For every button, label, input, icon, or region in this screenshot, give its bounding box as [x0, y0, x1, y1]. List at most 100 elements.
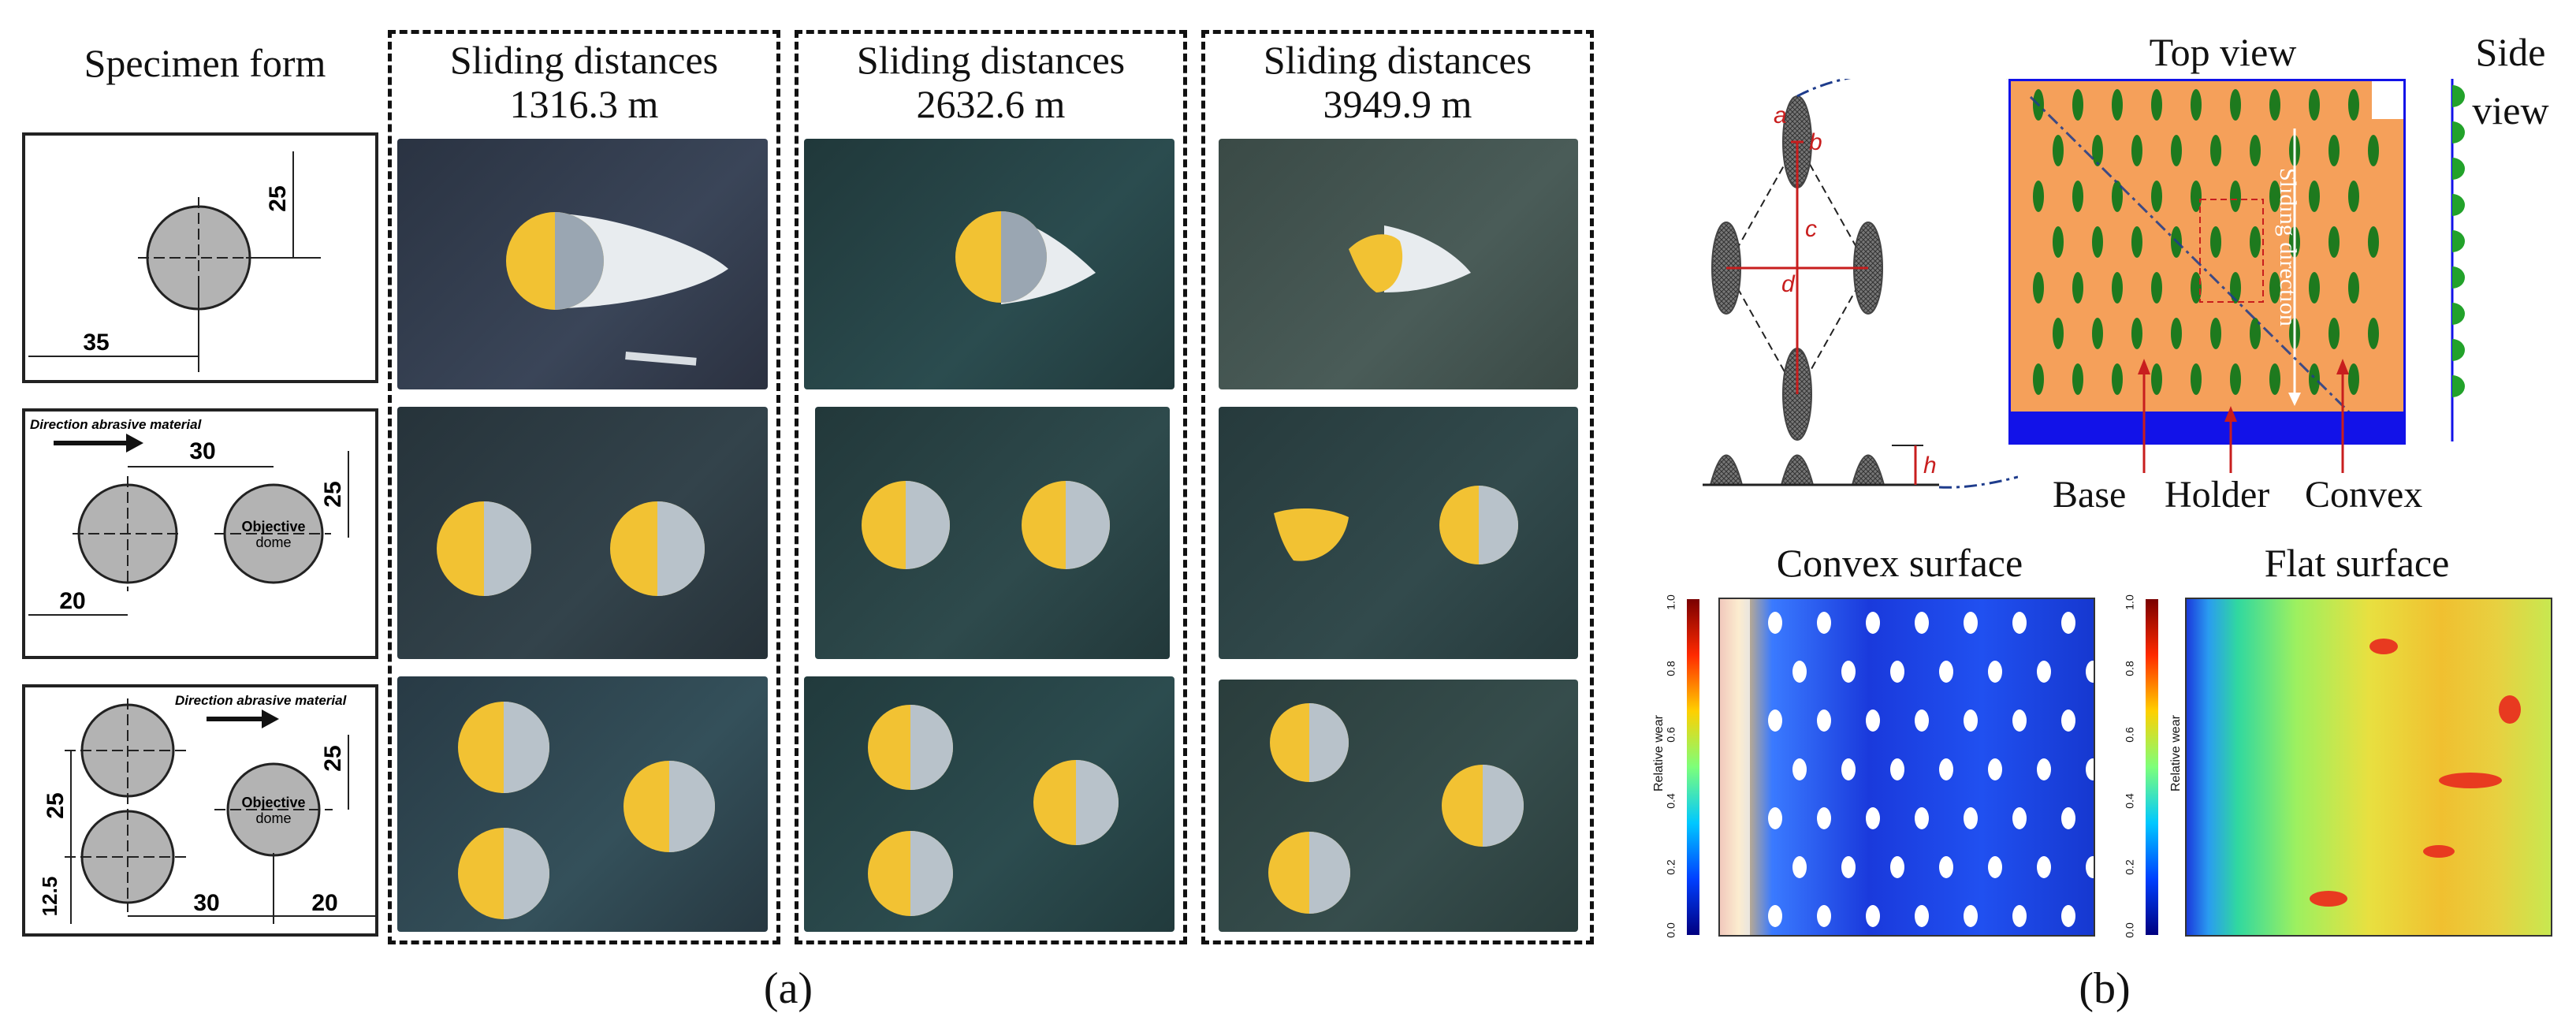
convex-wear-spot [1988, 758, 2002, 780]
diagram2-objective-line1: Objective [241, 519, 305, 534]
convex-bump [2348, 272, 2359, 304]
convex-bump [2250, 318, 2261, 349]
side-bump [2452, 85, 2465, 107]
flat-tick-06: 0.6 [2123, 727, 2136, 743]
convex-wear-spot [2037, 758, 2051, 780]
convex-wear-spot [2037, 661, 2051, 683]
photo-2632m-single [804, 139, 1174, 389]
convex-bump [2368, 135, 2379, 166]
convex-bump [2053, 318, 2064, 349]
convex-bump [2348, 181, 2359, 212]
column-3949m [1201, 30, 1594, 944]
convex-wear-spot [1866, 905, 1880, 927]
convex-bump [2131, 135, 2142, 166]
convex-wear-spot [1768, 905, 1782, 927]
convex-wear-spot [1841, 856, 1856, 878]
convex-bump [2269, 89, 2280, 121]
convex-grid [2033, 89, 2379, 395]
diagram2-dim-vertical: 25 [320, 481, 346, 507]
side-bump [2452, 194, 2465, 216]
column-1-heading-line2: 1316.3 m [509, 82, 659, 126]
convex-bump [2112, 272, 2123, 304]
convex-bump [2033, 363, 2044, 395]
convex-wear-spot [1964, 710, 1978, 732]
convex-bump [2250, 135, 2261, 166]
convex-wear-spot [1915, 905, 1929, 927]
diagram3-dim-right: 20 [311, 890, 337, 916]
convex-wear-spot [2061, 807, 2075, 829]
side-bump [2452, 230, 2465, 252]
convex-colorbar [1687, 599, 1699, 935]
convex-wear-spot [1841, 661, 1856, 683]
convex-bump [2131, 226, 2142, 258]
convex-wear-spot [2086, 758, 2094, 780]
holder-bar [2008, 412, 2406, 445]
convex-bump [2348, 89, 2359, 121]
column-2-heading-line1: Sliding distances [856, 38, 1126, 82]
convex-bump [2112, 89, 2123, 121]
convex-wear-spot [1792, 661, 1807, 683]
convex-bump [2151, 363, 2162, 395]
convex-wear-spot [1817, 710, 1831, 732]
column-1316m [388, 30, 780, 944]
convex-wear-spot [2012, 905, 2027, 927]
flat-wear-spot [2369, 639, 2398, 654]
convex-bump [2368, 318, 2379, 349]
convex-bump [2171, 318, 2182, 349]
convex-wear-spot [1768, 710, 1782, 732]
side-bump [2452, 339, 2465, 361]
convex-wear-spot [1890, 661, 1904, 683]
convex-wear-spot [1768, 807, 1782, 829]
photo-1316m-single [397, 139, 768, 389]
convex-wear-spot [1890, 856, 1904, 878]
convex-bump [2309, 181, 2320, 212]
convex-surface-title: Convex surface [1776, 541, 2023, 585]
flat-tick-02: 0.2 [2123, 859, 2136, 875]
column-1-heading-line1: Sliding distances [449, 38, 719, 82]
diagram1-dim-vertical: 25 [265, 185, 291, 211]
convex-bump [2112, 363, 2123, 395]
label-c: c [1805, 216, 1817, 242]
convex-bump [2131, 318, 2142, 349]
diagram3-objective-line1: Objective [241, 795, 305, 810]
convex-wear-spot [1866, 710, 1880, 732]
convex-bump [2072, 363, 2083, 395]
convex-bump [2072, 89, 2083, 121]
diagram1-dim-horizontal: 35 [83, 330, 109, 356]
convex-wear-spot [1988, 661, 2002, 683]
convex-tick-04: 0.4 [1664, 793, 1677, 809]
diagram3-dim-vertical-right: 25 [320, 745, 346, 771]
convex-bump [2269, 363, 2280, 395]
convex-wear-spot [1768, 612, 1782, 634]
convex-wear-spot [1964, 807, 1978, 829]
side-view-title-line1: Side [2475, 30, 2546, 74]
column-3-heading-line1: Sliding distances [1263, 38, 1532, 82]
specimen-form-heading: Specimen form [84, 41, 326, 85]
convex-bump [2151, 272, 2162, 304]
convex-bump [2092, 226, 2103, 258]
flat-tick-0: 0.0 [2123, 922, 2136, 938]
convex-wear-spot [1817, 612, 1831, 634]
convex-bump [2191, 272, 2202, 304]
convex-wear-spot [2086, 661, 2094, 683]
convex-wear-spot [1964, 905, 1978, 927]
diagram2-dim-spacing: 30 [189, 438, 215, 464]
photo-1316m-triple [397, 676, 768, 932]
convex-bump [2171, 135, 2182, 166]
convex-bump [2033, 181, 2044, 212]
flat-wear-spot [2423, 845, 2455, 858]
convex-wear-spot [2012, 807, 2027, 829]
convex-wear-spot [2037, 856, 2051, 878]
convex-bump [2328, 135, 2340, 166]
label-base: Base [2053, 474, 2127, 516]
convex-bump [2191, 181, 2202, 212]
specimen-diagram-triple: Direction abrasive material 25 25 12.5 3… [22, 684, 378, 937]
convex-wear-spot [1866, 807, 1880, 829]
label-holder: Holder [2165, 474, 2270, 516]
convex-tick-02: 0.2 [1664, 859, 1677, 875]
convex-wear-spot [1915, 807, 1929, 829]
diagram3-objective-line2: dome [255, 810, 291, 826]
label-convex: Convex [2305, 474, 2423, 516]
convex-pattern-sketch: a b c d h [1703, 79, 2018, 489]
convex-wear-spot [2012, 710, 2027, 732]
